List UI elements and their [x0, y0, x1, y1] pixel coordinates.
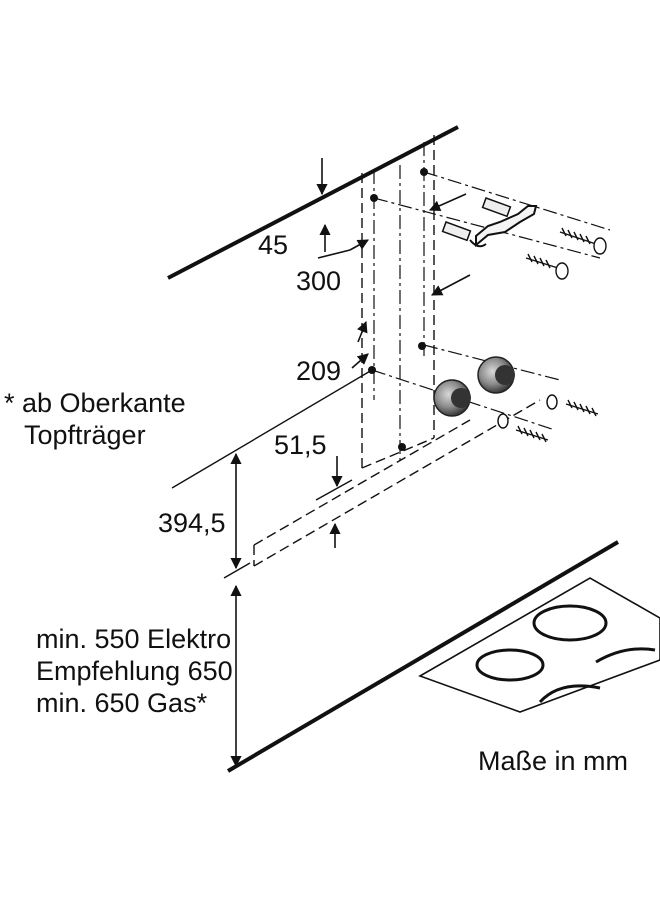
arrow-209 — [351, 353, 369, 369]
pan-support-reference-line — [171, 369, 373, 489]
cooktop-zone-front-right — [538, 684, 601, 704]
screw-lower — [497, 394, 599, 443]
dimension-arrows — [230, 158, 471, 768]
min-height-line-2: Empfehlung 650 — [36, 656, 233, 686]
centre-axes — [371, 142, 611, 460]
min-height-line-3: min. 650 Gas* — [36, 688, 208, 718]
dim-209-label: 209 — [296, 356, 342, 386]
arrow-300 — [349, 239, 369, 251]
upper-bracket — [469, 205, 538, 248]
dim-51-5-label: 51,5 — [274, 430, 327, 460]
worktop-line — [226, 540, 620, 773]
cooktop-zone-large — [532, 604, 608, 642]
dim-394-5-label: 394,5 — [158, 508, 226, 538]
units-label: Maße in mm — [478, 746, 629, 776]
screw-upper — [525, 227, 607, 280]
chimney-outline — [253, 135, 541, 567]
cooktop-zone-back-right — [595, 647, 656, 664]
dim-45-label: 45 — [258, 230, 289, 260]
lower-fixing-knobs — [433, 356, 515, 417]
wall-plug-upper — [441, 197, 512, 242]
note-line-1: * ab Oberkante — [4, 388, 186, 418]
ceiling-line — [167, 125, 459, 280]
min-height-line-1: min. 550 Elektro — [36, 624, 232, 654]
cooktop-zone-front-left — [475, 648, 545, 682]
drill-holes — [368, 168, 428, 451]
note-line-2: Topfträger — [24, 420, 146, 450]
dim-300-label: 300 — [296, 266, 342, 296]
cooktop — [418, 577, 660, 713]
